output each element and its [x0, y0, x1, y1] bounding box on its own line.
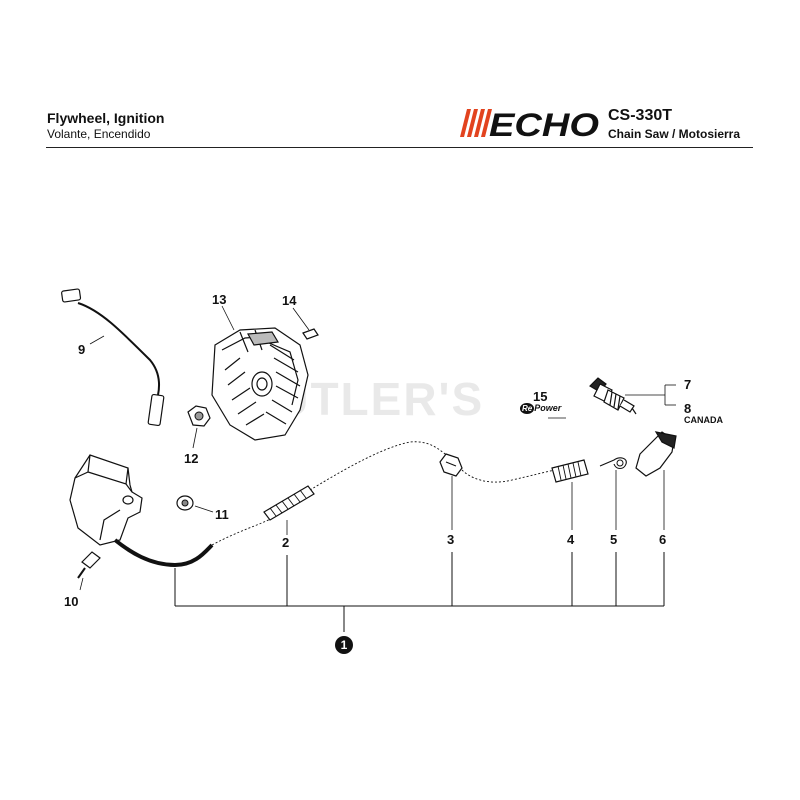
page-subtitle: Volante, Encendido — [47, 127, 151, 141]
callout-12: 12 — [184, 451, 199, 466]
callout-14: 14 — [282, 293, 297, 308]
part-13-flywheel — [211, 327, 309, 441]
part-14-key — [302, 328, 319, 340]
part-7-spark-plug — [589, 377, 637, 415]
part-10-screw — [77, 551, 101, 579]
part-2-sleeve — [263, 485, 315, 521]
model-description: Chain Saw / Motosierra — [608, 127, 741, 141]
part-9-ground-wire — [61, 288, 165, 427]
part-3-clip — [439, 453, 463, 477]
canada-note: CANADA — [684, 415, 723, 425]
callout-15: 15 — [533, 389, 548, 404]
callout-6: 6 — [659, 532, 667, 547]
part-5-wire-spring — [599, 457, 627, 470]
echo-logo: ECHO — [460, 107, 599, 140]
repower-re: Re — [520, 403, 535, 414]
header-rule — [46, 147, 753, 148]
callout-9: 9 — [78, 342, 86, 357]
part-11-washer — [176, 495, 194, 511]
callout-7: 7 — [684, 377, 692, 392]
callout-3: 3 — [447, 532, 455, 547]
callout-8: 8 — [684, 401, 692, 416]
part-12-nut — [187, 405, 211, 427]
callout-13: 13 — [212, 292, 227, 307]
model-number: CS-330T — [608, 107, 673, 124]
logo-wordmark: ECHO — [489, 107, 599, 140]
part-6-plug-boot — [635, 431, 677, 477]
callout-4: 4 — [567, 532, 575, 547]
callout-2: 2 — [282, 535, 290, 550]
callout-11: 11 — [215, 507, 229, 522]
part-4-spring — [551, 459, 589, 483]
repower-power: Power — [534, 403, 562, 413]
logo-stripes — [460, 109, 492, 137]
assembly-bracket — [174, 552, 665, 632]
part-1-ignition-coil — [69, 454, 143, 546]
ht-lead — [113, 538, 214, 568]
callout-1-assembly: 1 — [335, 636, 353, 654]
callout-5: 5 — [610, 532, 618, 547]
page-title: Flywheel, Ignition — [47, 110, 165, 126]
spark-lead-path — [211, 441, 556, 546]
callout-10: 10 — [64, 594, 79, 609]
